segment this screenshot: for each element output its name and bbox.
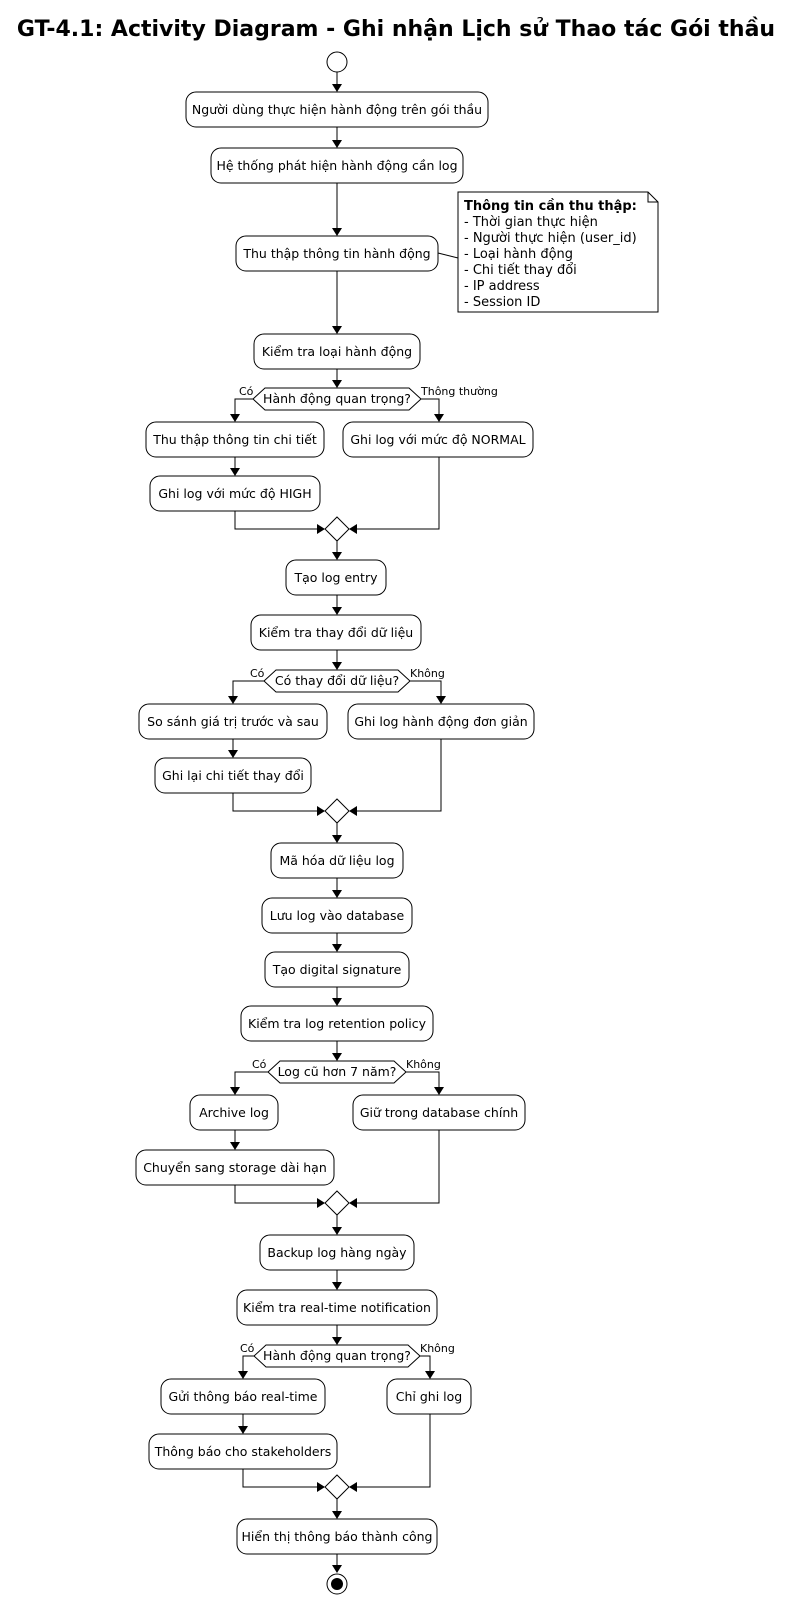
activity-label: So sánh giá trị trước và sau: [147, 714, 319, 729]
branch-no-label: Không: [410, 667, 445, 680]
note-line: - Người thực hiện (user_id): [464, 231, 637, 246]
activity-label: Thu thập thông tin hành động: [242, 246, 430, 261]
start-node: [326, 51, 348, 73]
merge-node: [324, 1474, 350, 1500]
activity-log-only: [386, 1378, 472, 1415]
activity-label: Lưu log vào database: [270, 908, 405, 923]
activity-label: Kiểm tra thay đổi dữ liệu: [259, 625, 413, 640]
activity-log-normal: [342, 421, 534, 458]
activity-label: Thu thập thông tin chi tiết: [152, 432, 317, 447]
decision-label: Log cũ hơn 7 năm?: [278, 1064, 397, 1079]
note-line: - Thời gian thực hiện: [464, 215, 598, 230]
branch-yes-label: Có: [240, 1342, 255, 1355]
activity-label: Ghi log với mức độ NORMAL: [350, 432, 525, 447]
activity-label: Archive log: [199, 1105, 269, 1120]
note-line: - Chi tiết thay đổi: [464, 263, 577, 278]
activity-label: Gửi thông báo real-time: [168, 1389, 317, 1404]
branch-yes-label: Có: [250, 667, 265, 680]
end-node-inner: [331, 1578, 343, 1590]
note-title: Thông tin cần thu thập:: [464, 199, 637, 214]
branch-yes-label: Có: [252, 1058, 267, 1071]
activity-label: Tạo digital signature: [272, 962, 402, 977]
branch-yes-label: Có: [239, 385, 254, 398]
diagram-title: GT-4.1: Activity Diagram - Ghi nhận Lịch…: [17, 17, 775, 42]
activity-label: Ghi log với mức độ HIGH: [158, 486, 311, 501]
activity-label: Chuyển sang storage dài hạn: [143, 1160, 327, 1175]
activity-label: Kiểm tra loại hành động: [262, 344, 412, 359]
activity-label: Thông báo cho stakeholders: [154, 1444, 332, 1459]
activity-label: Backup log hàng ngày: [267, 1245, 407, 1260]
activity-label: Người dùng thực hiện hành động trên gói …: [192, 102, 482, 117]
decision-label: Hành động quan trọng?: [263, 391, 411, 406]
decision-label: Hành động quan trọng?: [263, 1348, 411, 1363]
decision-label: Có thay đổi dữ liệu?: [275, 673, 399, 688]
branch-no-label: Không: [406, 1058, 441, 1071]
note-line: - Loại hành động: [464, 247, 573, 262]
activity-label: Chỉ ghi log: [396, 1389, 462, 1404]
merge-node: [324, 1190, 350, 1216]
merge-node: [324, 516, 350, 542]
branch-no-label: Không: [420, 1342, 455, 1355]
note-collect-info: [457, 191, 659, 313]
activity-check-data-change: [250, 614, 422, 651]
activity-label: Giữ trong database chính: [360, 1105, 518, 1120]
activity-label: Hiển thị thông báo thành công: [242, 1529, 433, 1544]
activity-label: Mã hóa dữ liệu log: [279, 853, 394, 868]
activity-archive-log: [189, 1094, 279, 1131]
branch-no-label: Thông thường: [420, 385, 498, 398]
merge-node: [324, 798, 350, 824]
activity-label: Tạo log entry: [294, 570, 379, 585]
note-line: - IP address: [464, 279, 540, 294]
activity-label: Hệ thống phát hiện hành động cần log: [216, 158, 457, 173]
activity-create-entry: [285, 559, 387, 596]
note-line: - Session ID: [464, 295, 540, 310]
activity-label: Kiểm tra log retention policy: [248, 1016, 427, 1031]
activity-label: Kiểm tra real-time notification: [243, 1300, 431, 1315]
activity-label: Ghi lại chi tiết thay đổi: [162, 768, 304, 783]
activity-label: Ghi log hành động đơn giản: [354, 714, 527, 729]
